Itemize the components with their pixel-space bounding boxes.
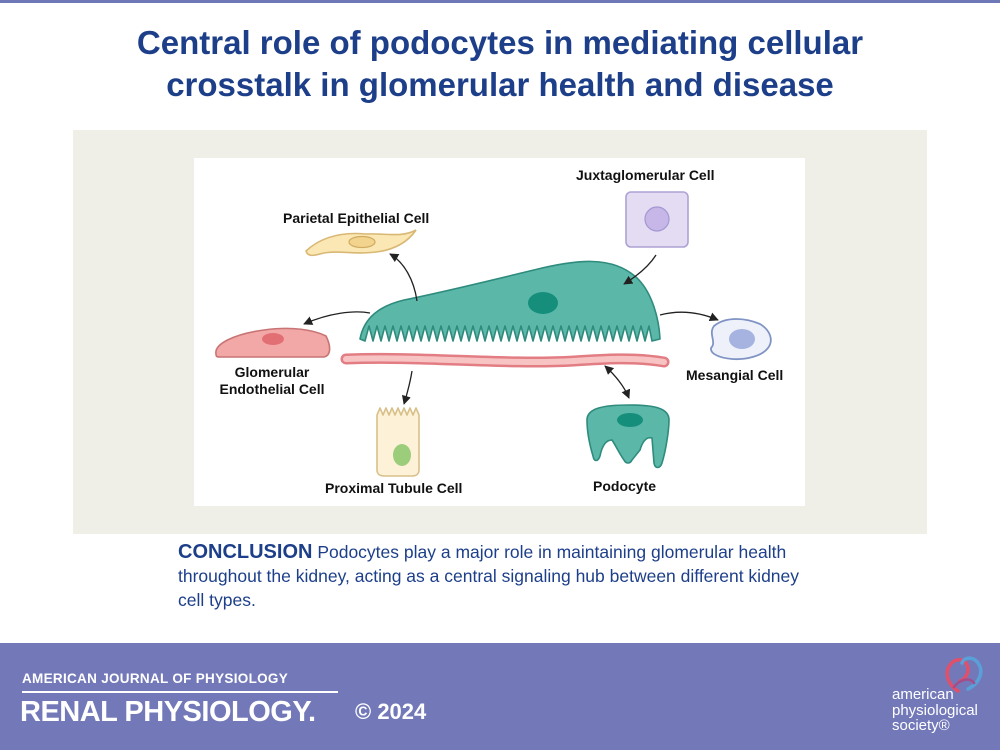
journal-title: RENAL PHYSIOLOGY.	[20, 696, 316, 728]
arrow-to-parietal	[389, 253, 418, 302]
aps-logo-icon	[945, 656, 983, 693]
juxtaglomerular-cell	[625, 191, 689, 248]
label-mesangial-cell: Mesangial Cell	[686, 367, 784, 383]
conclusion-body: Podocytes play a major role in maintaini…	[178, 542, 800, 610]
journal-footer: AMERICAN JOURNAL OF PHYSIOLOGY RENAL PHY…	[0, 643, 1000, 750]
society-name: american physiological society®	[892, 686, 978, 734]
mesangial-cell	[710, 318, 772, 361]
label-proximal-tubule-cell: Proximal Tubule Cell	[325, 480, 463, 496]
arrow-from-juxtaglomerular	[623, 254, 657, 285]
glomerular-endothelial-cell	[215, 327, 331, 358]
arrow-to-proximal	[401, 370, 413, 405]
label-juxtaglomerular-cell: Juxtaglomerular Cell	[576, 167, 715, 183]
copyright-notice: © 2024	[355, 699, 427, 724]
title-line-1: Central role of podocytes in mediating c…	[136, 24, 864, 61]
label-podocyte: Podocyte	[593, 478, 657, 494]
arrow-to-mesangial	[659, 311, 719, 322]
journal-divider	[22, 691, 338, 693]
arrow-podocyte-bidirectional	[604, 365, 631, 399]
arrow-to-endothelial	[303, 311, 371, 325]
page-title: Central role of podocytes in mediating c…	[60, 22, 940, 106]
conclusion-text: CONCLUSION Podocytes play a major role i…	[178, 540, 818, 612]
conclusion-keyword: CONCLUSION	[178, 541, 313, 563]
title-line-2: crosstalk in glomerular health and disea…	[166, 66, 834, 103]
parietal-epithelial-cell	[305, 229, 417, 257]
podocyte-crosstalk-diagram: Juxtaglomerular Cell Parietal Epithelial…	[194, 158, 805, 506]
podocyte-cell	[586, 404, 670, 469]
label-glomerular-endothelial-cell: Glomerular Endothelial Cell	[219, 364, 325, 397]
central-podocyte	[359, 260, 661, 342]
top-rule	[0, 0, 1000, 3]
proximal-tubule-cell	[376, 407, 420, 477]
journal-series-name: AMERICAN JOURNAL OF PHYSIOLOGY	[22, 671, 289, 686]
label-parietal-epithelial-cell: Parietal Epithelial Cell	[283, 210, 430, 226]
